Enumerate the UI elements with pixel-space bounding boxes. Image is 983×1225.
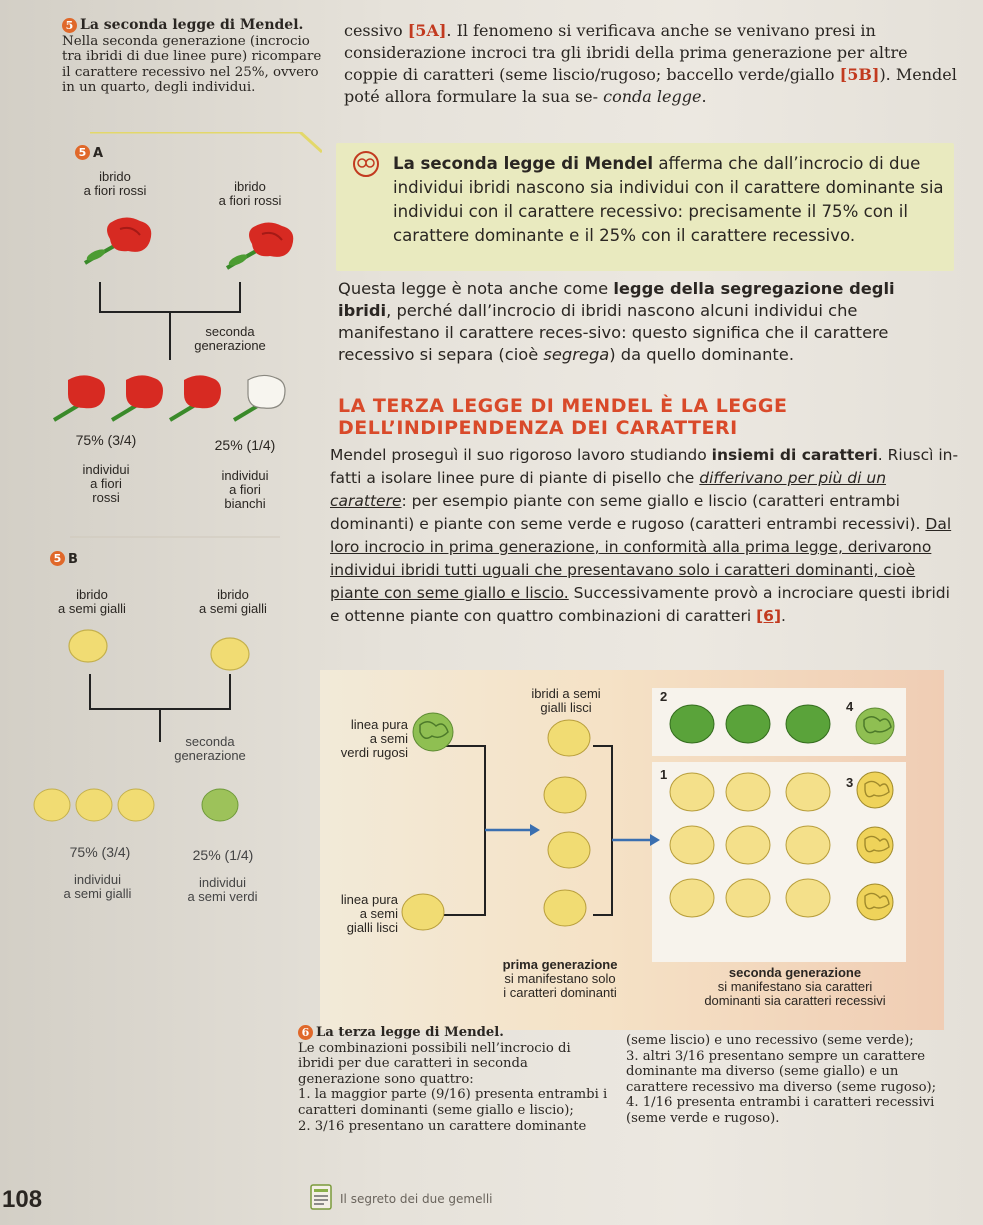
second-generation-title: seconda generazione xyxy=(728,965,862,980)
desc-right-label: individui a semi verdi xyxy=(187,875,258,904)
page-number: 108 xyxy=(2,1186,43,1213)
caption-body: Nella seconda generazione (incrocio tra … xyxy=(62,33,322,96)
figure-ref-5a[interactable]: [5A] xyxy=(407,21,447,40)
section-heading: LA TERZA LEGGE DI MENDEL È LA LEGGE DELL… xyxy=(338,395,788,439)
bold-term: legge della segregazione degli ibridi xyxy=(338,279,895,320)
red-flower-icon xyxy=(168,375,221,422)
caption-item: 4. 1/16 presenta entrambi i caratteri re… xyxy=(626,1095,935,1126)
parent-right-label: ibrido a semi gialli xyxy=(199,587,267,616)
green-seed-icon xyxy=(201,788,239,822)
group-number-3: 3 xyxy=(846,775,854,790)
fig-letter-b: B xyxy=(68,552,78,567)
red-flower-icon xyxy=(52,375,105,422)
yellow-seed-icon xyxy=(117,788,155,822)
text-span: . Riuscì in-fatti a isolare linee pure d… xyxy=(330,446,959,487)
parent-left-label: ibrido a semi gialli xyxy=(58,587,126,616)
text-span: , perché dall’incrocio di ibridi nascono… xyxy=(338,301,889,364)
italic-term: conda legge xyxy=(603,87,702,106)
parent-left-label: ibrido a fiori rossi xyxy=(83,169,147,198)
figure6-caption-col2: (seme liscio) e uno recessivo (seme verd… xyxy=(626,1033,946,1127)
text-span: ). Mendel poté allora formulare la sua s… xyxy=(344,65,957,106)
bold-term: insiemi di caratteri xyxy=(711,446,878,464)
yellow-smooth-seed-icon xyxy=(401,893,445,931)
pure-line-green-label: linea pura a semi verdi rugosi xyxy=(340,717,408,760)
first-generation-title: prima generazione xyxy=(502,957,618,972)
white-flower-icon xyxy=(232,374,286,422)
badge-5: 5 xyxy=(50,551,65,566)
yellow-seed-icon xyxy=(68,629,108,663)
figure-ref-5b[interactable]: [5B] xyxy=(839,65,880,84)
f2-flowers-row xyxy=(52,374,286,422)
italic-term: segrega xyxy=(543,345,610,364)
law2-bold: La seconda legge di Mendel xyxy=(393,154,654,173)
parent-right-label: ibrido a fiori rossi xyxy=(218,179,282,208)
text-span: Questa legge è nota anche come xyxy=(338,279,614,298)
text-span: . Il fenomeno si verificava anche se ven… xyxy=(344,21,908,84)
generation-label: seconda generazione xyxy=(174,734,246,763)
generation-label: seconda generazione xyxy=(194,324,266,353)
document-link-icon[interactable] xyxy=(310,1184,332,1210)
caption-body: Le combinazioni possibili nell’incrocio … xyxy=(298,1040,571,1087)
desc-left-label: individui a semi gialli xyxy=(63,872,132,901)
group-number-4: 4 xyxy=(846,699,854,714)
first-generation-note: si manifestano solo i caratteri dominant… xyxy=(503,971,617,1000)
text-span: . xyxy=(781,607,786,625)
red-flower-icon xyxy=(83,217,152,265)
underlined-text: Dal loro incrocio in prima generazione, … xyxy=(330,515,952,602)
figure-ref-6[interactable]: [6] xyxy=(756,607,782,625)
law-symbol-icon xyxy=(353,151,379,177)
second-generation-note: si manifestano sia caratteri dominanti s… xyxy=(704,979,886,1008)
text-span: Successivamente provò a incrociare quest… xyxy=(330,584,950,625)
group-number-1: 1 xyxy=(660,767,668,782)
underlined-text: differivano per più di un carattere xyxy=(330,469,887,510)
pct-75-label: 75% (3/4) xyxy=(75,432,137,448)
pct-25-label: 25% (1/4) xyxy=(192,847,254,863)
text-span: : per esempio piante con seme giallo e l… xyxy=(330,492,926,533)
f2-seeds-row xyxy=(33,788,239,822)
yellow-seed-icon xyxy=(33,788,71,822)
caption-item: 3. altri 3/16 presentano sempre un carat… xyxy=(626,1048,937,1095)
text-span: . xyxy=(701,87,707,106)
yellow-seed-icon xyxy=(75,788,113,822)
pct-75-label: 75% (3/4) xyxy=(69,844,131,860)
hybrid-label: ibridi a semi gialli lisci xyxy=(531,686,601,715)
resource-link[interactable]: Il segreto dei due gemelli xyxy=(340,1192,493,1206)
desc-left-label: individui a fiori rossi xyxy=(82,462,130,505)
caption-number-badge: 6 xyxy=(298,1025,313,1040)
red-flower-icon xyxy=(110,375,163,422)
caption-body: (seme liscio) e uno recessivo (seme verd… xyxy=(626,1033,914,1048)
pct-25-label: 25% (1/4) xyxy=(214,437,276,453)
text-span: cessivo xyxy=(344,21,408,40)
figure5-panel xyxy=(50,130,324,922)
badge-5: 5 xyxy=(75,145,90,160)
law2-box xyxy=(336,143,954,271)
fig-letter-a: A xyxy=(93,146,104,161)
yellow-seed-icon xyxy=(210,637,250,671)
caption-title: La terza legge di Mendel. xyxy=(316,1025,504,1040)
intro-paragraph: cessivo [5A]. Il fenomeno si verificava … xyxy=(344,20,966,108)
caption-item: 1. la maggior parte (9/16) presenta entr… xyxy=(298,1087,608,1118)
text-span: Mendel proseguì il suo rigoroso lavoro s… xyxy=(330,446,712,464)
figure5-frame xyxy=(70,130,324,742)
caption-title: La seconda legge di Mendel. xyxy=(80,17,304,33)
law2-text: La seconda legge di Mendel afferma che d… xyxy=(393,152,953,248)
law2-body: afferma che dall’incrocio di due individ… xyxy=(393,154,944,245)
caption-item: 2. 3/16 presentano un carattere dominant… xyxy=(298,1118,587,1134)
third-law-paragraph: Mendel proseguì il suo rigoroso lavoro s… xyxy=(330,444,960,628)
text-span: ) da quello dominante. xyxy=(609,345,795,364)
desc-right-label: individui a fiori bianchi xyxy=(221,468,269,511)
group-number-2: 2 xyxy=(660,689,668,704)
pure-line-yellow-label: linea pura a semi gialli lisci xyxy=(340,892,398,935)
caption-number-badge: 5 xyxy=(62,18,77,33)
red-flower-icon xyxy=(225,222,294,270)
figure6-diagram xyxy=(401,704,895,931)
segregation-paragraph: Questa legge è nota anche come legge del… xyxy=(338,278,953,366)
